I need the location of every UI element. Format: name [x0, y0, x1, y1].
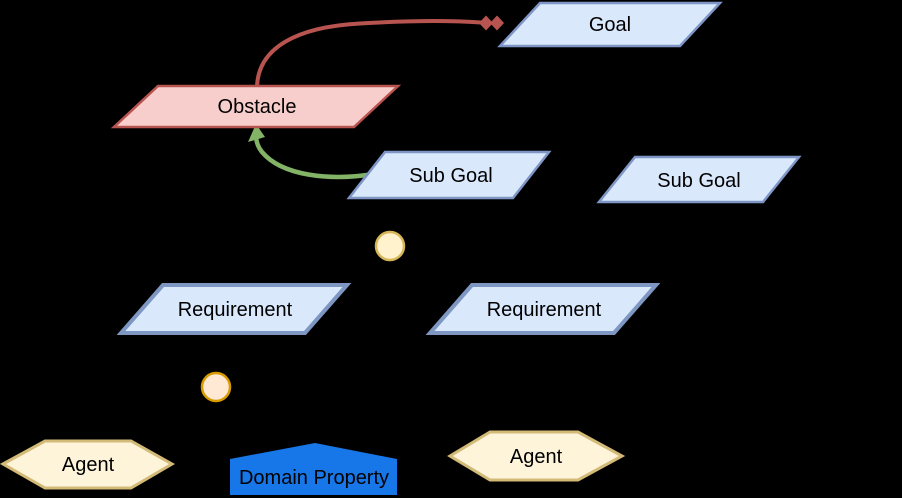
edge-goal-to-subgoal-right[interactable]	[626, 45, 693, 156]
requirement-left-label: Requirement	[178, 299, 293, 321]
obstacle-shape[interactable]	[110, 84, 402, 129]
requirement-right-node[interactable]: Requirement	[425, 283, 661, 335]
resolution-edge[interactable]	[248, 124, 375, 180]
agent-left-label: Agent	[62, 454, 115, 476]
agent-left-shape[interactable]	[0, 439, 176, 490]
edge-requirement-right-to-agent-right[interactable]	[531, 332, 543, 430]
agent-right-shape[interactable]	[447, 430, 626, 482]
edge-subgoal-left-to-connector[interactable]	[398, 197, 432, 236]
requirement-right-label: Requirement	[487, 299, 602, 321]
requirement-left-node[interactable]: Requirement	[116, 283, 352, 335]
refinement-connector-lower[interactable]	[200, 371, 232, 403]
refinement-connector-upper[interactable]	[374, 230, 406, 262]
edge-connector-to-domain-property[interactable]	[227, 393, 311, 441]
subgoal-right-label: Sub Goal	[657, 170, 740, 192]
goal-shape[interactable]	[497, 1, 723, 48]
double-diamond-arrowhead-icon	[479, 15, 504, 31]
resolution-curve[interactable]	[253, 134, 375, 180]
edge-requirement-left-to-connector[interactable]	[218, 332, 229, 375]
edge-connector-to-agent-left[interactable]	[89, 391, 204, 439]
obstacle-node[interactable]: Obstacle	[110, 84, 402, 129]
edge-connector-to-requirement-right[interactable]	[403, 249, 529, 286]
arrowhead-icon	[248, 124, 265, 142]
obstruction-curve[interactable]	[255, 19, 482, 88]
domain-property-label: Domain Property	[239, 467, 389, 489]
edge-subgoal-right-to-requirement-right[interactable]	[561, 201, 701, 285]
requirement-right-shape[interactable]	[425, 283, 661, 335]
refinement-edges[interactable]	[89, 45, 701, 441]
obstacle-label: Obstacle	[218, 96, 297, 118]
goal-node[interactable]: Goal	[497, 1, 723, 48]
subgoal-left-shape[interactable]	[346, 150, 552, 200]
edge-goal-to-subgoal-left[interactable]	[503, 45, 593, 150]
subgoal-left-node[interactable]: Sub Goal	[346, 150, 552, 200]
domain-property-shape[interactable]	[230, 443, 397, 495]
agent-right-label: Agent	[510, 446, 563, 468]
domain-property-node[interactable]: Domain Property	[230, 443, 397, 495]
agent-right-node[interactable]: Agent	[447, 430, 626, 482]
subgoal-right-node[interactable]: Sub Goal	[596, 155, 802, 204]
subgoal-left-label: Sub Goal	[409, 165, 492, 187]
requirement-left-shape[interactable]	[116, 283, 352, 335]
subgoal-right-shape[interactable]	[596, 155, 802, 204]
obstruction-edge[interactable]	[255, 15, 504, 88]
goal-label: Goal	[589, 14, 631, 36]
edge-connector-to-requirement-left[interactable]	[236, 248, 377, 288]
agent-left-node[interactable]: Agent	[0, 439, 176, 490]
